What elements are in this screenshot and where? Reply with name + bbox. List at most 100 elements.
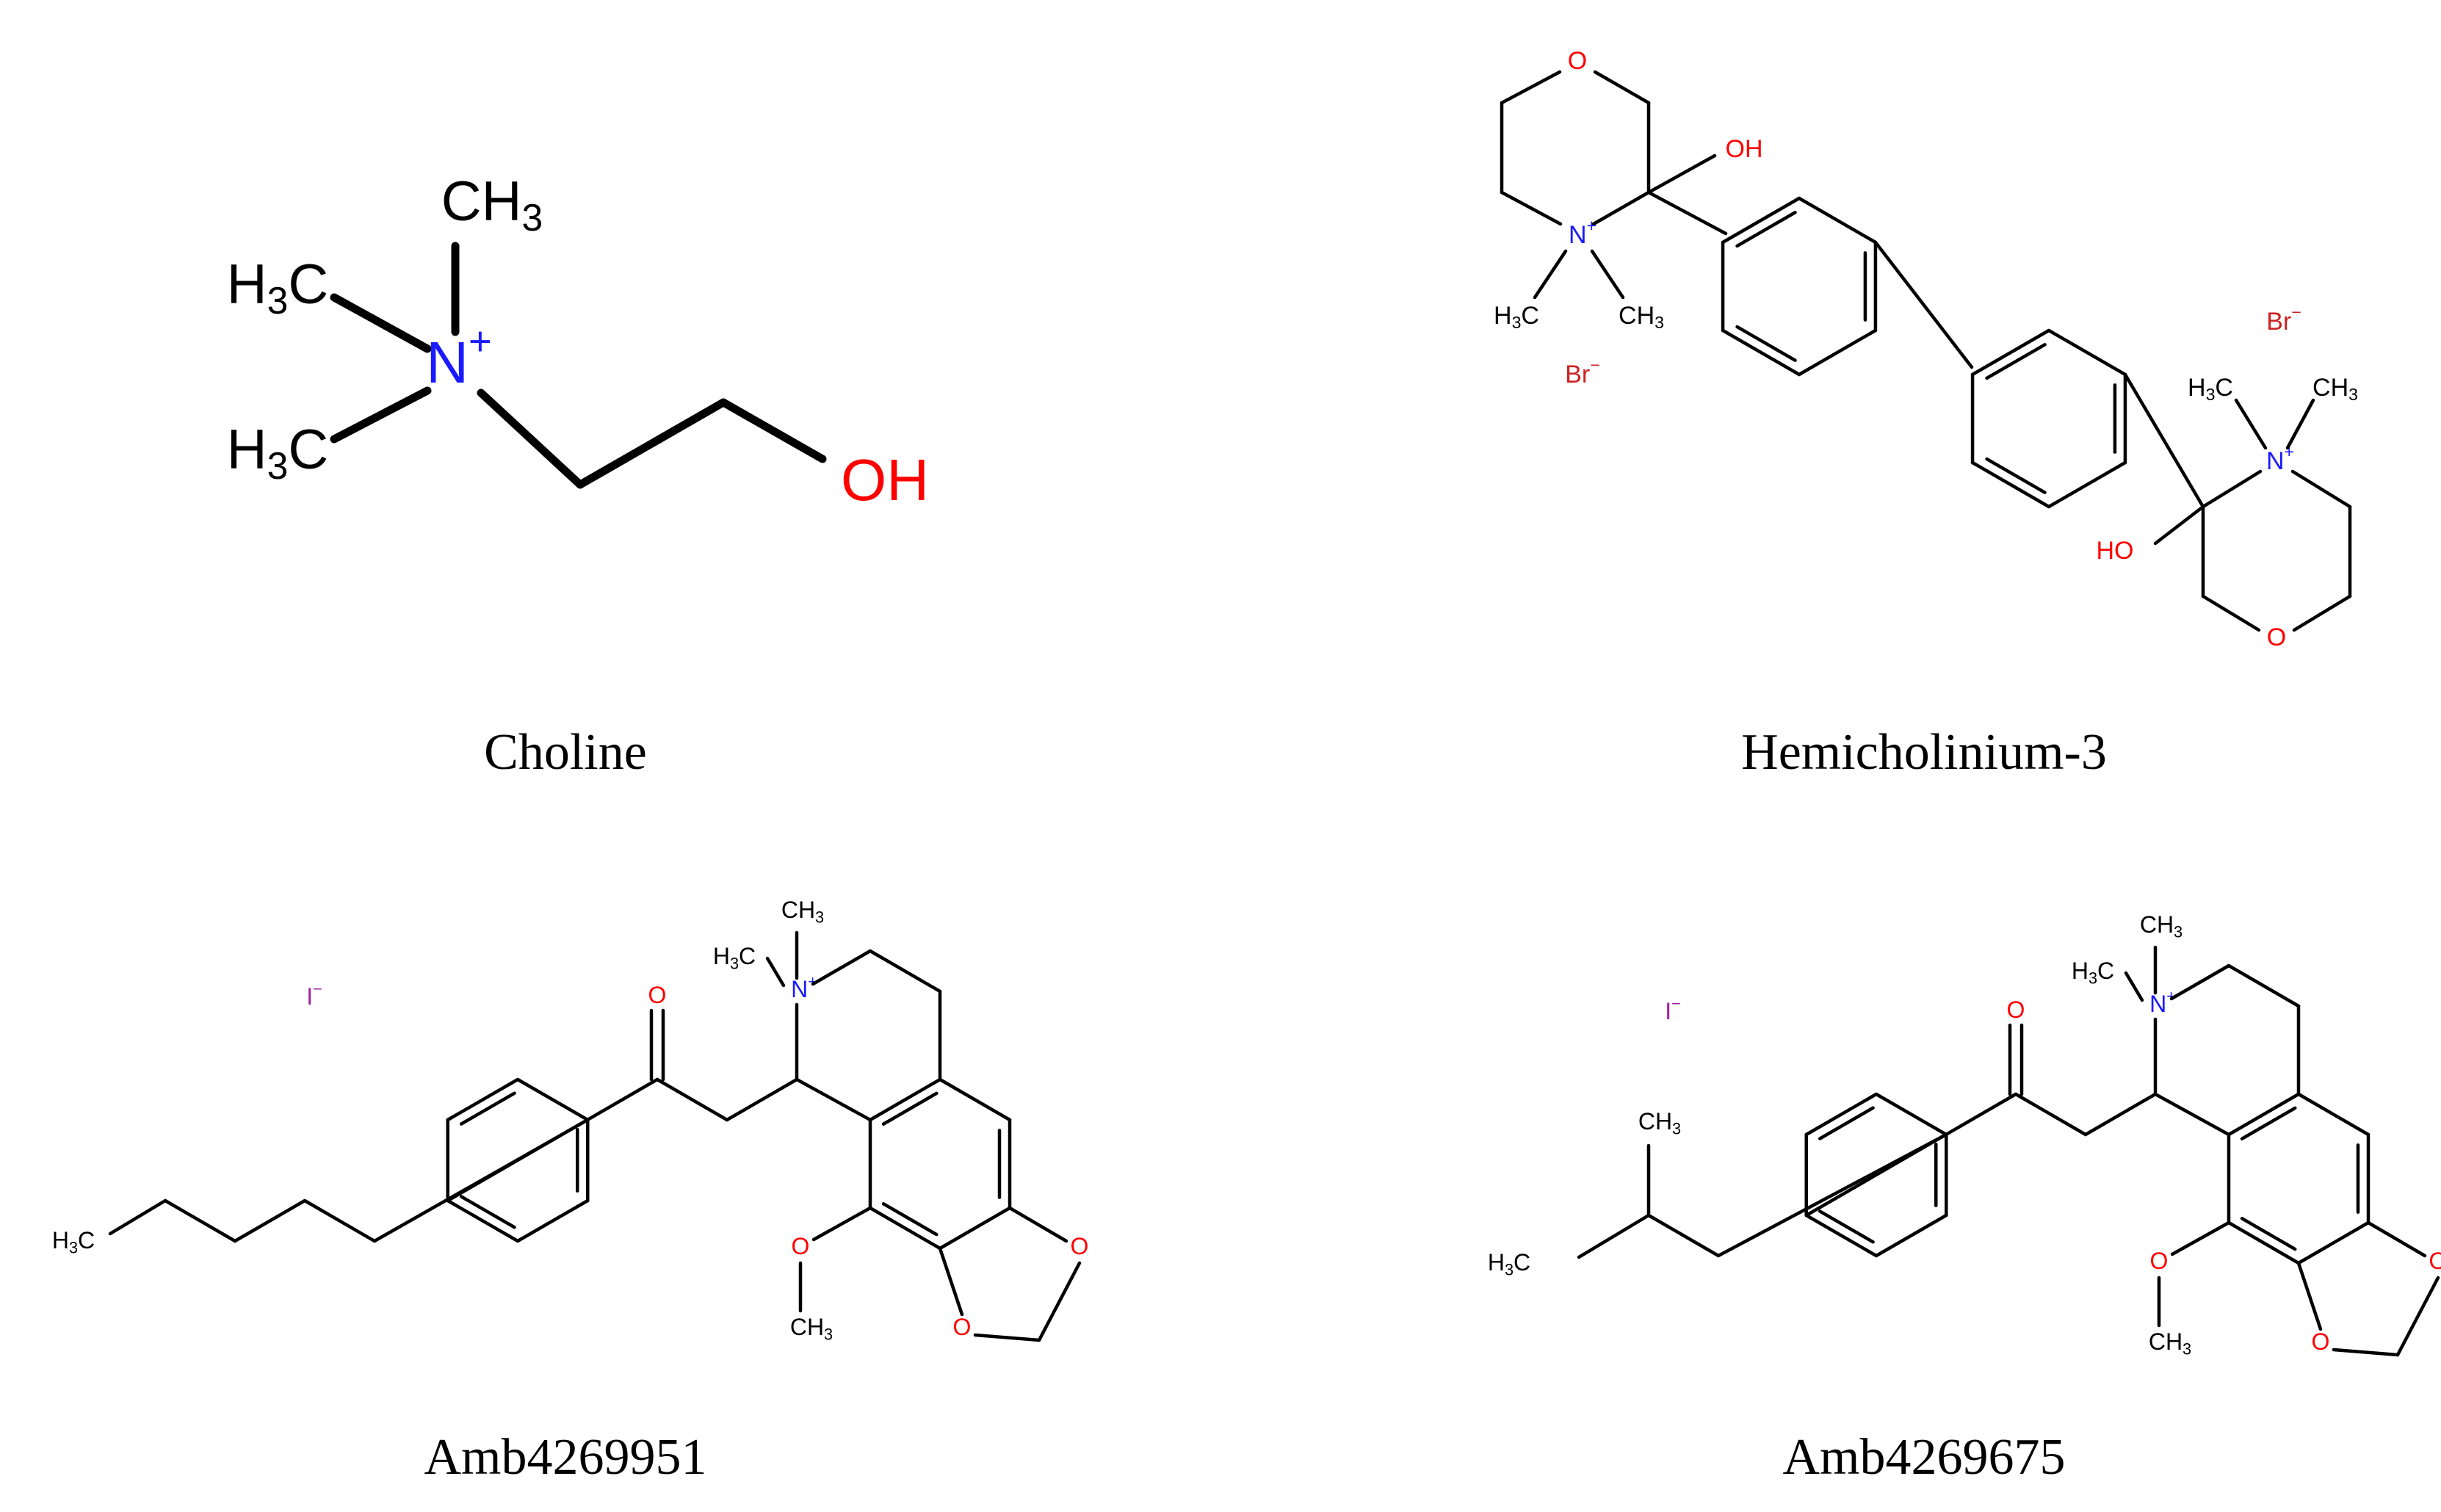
amb675-n-plus: N+​: [2149, 987, 2176, 1018]
amb675-n-ch3-top: CH3​: [2140, 911, 2183, 941]
bond: [1593, 70, 1651, 105]
bond: [2240, 1217, 2297, 1251]
amb675-dioxole-o2: O: [2312, 1328, 2330, 1355]
bond: [1797, 196, 1878, 245]
bond: [795, 1077, 872, 1122]
amb951-n-plus: N+​: [791, 972, 817, 1003]
amb675-dioxole-o1: O: [2429, 1248, 2441, 1274]
hc3-ch3-right: CH3​: [2312, 374, 2358, 404]
bond: [2201, 469, 2263, 509]
bond: [1735, 211, 1797, 248]
bond: [1500, 190, 1563, 226]
caption-amb4269951: Amb4269951: [424, 1429, 707, 1486]
bond: [811, 949, 872, 986]
bond: [1874, 1092, 1948, 1137]
amb951-iodide: I−​: [306, 980, 322, 1010]
bond: [1985, 457, 2047, 494]
bond: [330, 293, 432, 353]
bond: [2083, 1092, 2158, 1137]
bond: [2296, 1220, 2371, 1265]
bond: [725, 1077, 799, 1122]
caption-hemicholinium-3: Hemicholinium-3: [1741, 724, 2107, 781]
bond: [1970, 328, 2051, 377]
bond: [868, 1206, 942, 1251]
bond: [938, 1077, 1012, 1122]
bond: [163, 1198, 237, 1243]
bond: [233, 1198, 307, 1243]
amb675-methoxy-o: O: [2150, 1248, 2169, 1274]
bond: [2170, 1220, 2231, 1256]
bond: [1797, 328, 1878, 377]
amb951-methoxy-ch3: CH3​: [790, 1314, 833, 1343]
bond: [973, 1333, 1041, 1342]
amb951-n-ch3-top: CH3​: [781, 897, 824, 926]
bond: [2227, 1092, 2301, 1137]
bond: [1646, 153, 1717, 195]
bond: [2201, 594, 2261, 632]
bond: [2240, 1106, 2297, 1140]
bond: [2227, 963, 2301, 1008]
bond: [1577, 1213, 1651, 1259]
bond: [2153, 1092, 2231, 1137]
bond: [459, 1091, 516, 1126]
bond: [1590, 249, 1625, 300]
bond: [2047, 328, 2127, 377]
hc3-ch3-left: CH3​: [1619, 302, 1664, 332]
amb951-ketone-o: O: [648, 982, 667, 1008]
bond: [1818, 1209, 1875, 1244]
amb675-iso-h3c: H3​C: [1488, 1249, 1530, 1278]
bond: [2169, 963, 2231, 1001]
bond: [1735, 325, 1797, 362]
bond: [1804, 1213, 1878, 1258]
bond: [2366, 1220, 2427, 1258]
bond: [1721, 196, 1801, 245]
bond: [655, 1077, 729, 1122]
hc3-n-plus-right: N+​: [2266, 442, 2294, 475]
bond: [868, 1077, 942, 1122]
hc3-o-ring-bottom: O: [2267, 623, 2286, 651]
bond: [1970, 460, 2051, 509]
choline-oh: OH: [841, 447, 929, 513]
hc3-ho-bottom: HO: [2097, 537, 2134, 565]
bond: [2227, 1220, 2301, 1265]
bond: [303, 1198, 377, 1243]
hc3-br-left: Br−​: [1565, 355, 1600, 388]
bond: [1037, 1261, 1082, 1342]
bond: [765, 956, 786, 988]
bond: [2153, 504, 2205, 546]
bond: [1500, 70, 1562, 105]
choline-h3c-lower: H3​C: [227, 419, 329, 486]
bond: [2014, 1092, 2088, 1137]
bond: [1873, 240, 1974, 369]
bond: [330, 386, 432, 444]
structure-choline: CH3​H3​CH3​CN+​OH: [227, 170, 929, 513]
hc3-h3c-left: H3​C: [1494, 302, 1539, 332]
bond: [1721, 328, 1801, 377]
bond: [881, 1202, 939, 1237]
amb951-dioxole-o2: O: [953, 1314, 972, 1340]
amb951-chain-h3c: H3​C: [52, 1227, 95, 1256]
bond: [938, 1206, 1012, 1251]
bond: [459, 1195, 516, 1229]
hc3-n-plus-left: N+​: [1569, 216, 1596, 249]
bond: [516, 1077, 590, 1122]
bond: [2047, 460, 2127, 509]
bond: [2395, 1276, 2440, 1357]
bond: [2234, 398, 2268, 450]
choline-n-plus: N+​: [426, 319, 492, 395]
bond: [1818, 1106, 1875, 1140]
bond: [1646, 190, 1728, 236]
bond: [811, 1206, 872, 1242]
bond: [1533, 249, 1568, 300]
bond: [1646, 1213, 1721, 1258]
amb951-n-h3c-left: H3​C: [713, 943, 756, 972]
bond: [2123, 372, 2205, 509]
hc3-o-ring-top: O: [1568, 47, 1587, 75]
caption-choline: Choline: [484, 724, 647, 781]
bond: [372, 1118, 590, 1243]
bond: [2124, 971, 2144, 1002]
